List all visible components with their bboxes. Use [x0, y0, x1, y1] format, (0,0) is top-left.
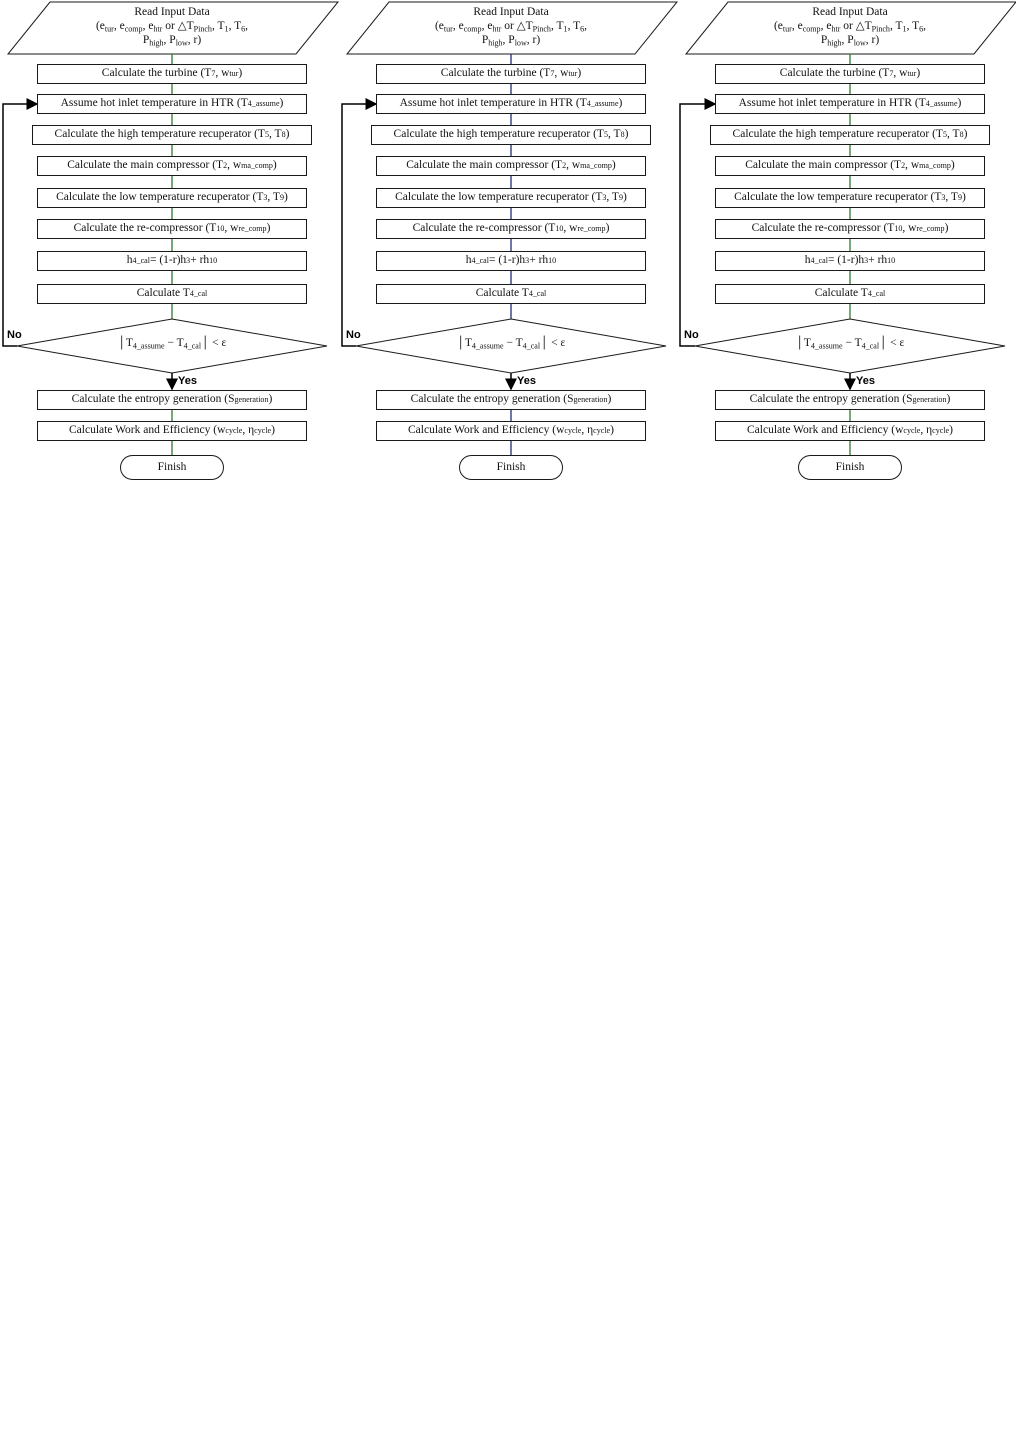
process-step-2-3: Calculate the high temperature recuperat… — [371, 125, 651, 145]
yes-label-1: Yes — [178, 375, 197, 387]
process-step-3-3: Calculate the high temperature recuperat… — [710, 125, 990, 145]
finish-terminal-3: Finish — [798, 455, 902, 480]
process-step-1-5: Calculate the low temperature recuperato… — [37, 188, 307, 208]
flowchart-canvas: Read Input Data (etur, ecomp, ehtr or △T… — [0, 0, 1016, 500]
finish-terminal-2: Finish — [459, 455, 563, 480]
input-params-line1: (etur, ecomp, ehtr or △TPinch, T1, T6, — [434, 19, 588, 34]
input-params-line2: Phigh, Plow, r) — [481, 33, 541, 47]
input-data-text-1: Read Input Data (etur, ecomp, ehtr or △T… — [32, 6, 312, 47]
yes-label-2: Yes — [517, 375, 536, 387]
process-step-3-5: Calculate the low temperature recuperato… — [715, 188, 985, 208]
no-label-2: No — [346, 329, 361, 341]
no-loop-arrow-2 — [341, 98, 378, 347]
input-data-text-3: Read Input Data (etur, ecomp, ehtr or △T… — [710, 6, 990, 47]
no-label-3: No — [684, 329, 699, 341]
input-data-text-2: Read Input Data (etur, ecomp, ehtr or △T… — [371, 6, 651, 47]
input-params-line2: Phigh, Plow, r) — [820, 33, 880, 47]
process-step-2-5: Calculate the low temperature recuperato… — [376, 188, 646, 208]
connector-layer — [2, 1, 1016, 455]
input-title: Read Input Data — [473, 6, 549, 18]
input-params-line1: (etur, ecomp, ehtr or △TPinch, T1, T6, — [773, 19, 927, 34]
decision-condition-3: │T4_assume − T4_cal│ < ε — [795, 337, 905, 351]
input-data-shape-3 — [684, 1, 1016, 55]
finish-terminal-1: Finish — [120, 455, 224, 480]
input-title: Read Input Data — [134, 6, 210, 18]
input-data-shape-2 — [345, 1, 679, 55]
yes-label-3: Yes — [856, 375, 875, 387]
no-label-1: No — [7, 329, 22, 341]
input-data-shape-1 — [6, 1, 340, 55]
no-loop-arrow-1 — [2, 98, 39, 347]
process-step-1-3: Calculate the high temperature recuperat… — [32, 125, 312, 145]
decision-condition-1: │T4_assume − T4_cal│ < ε — [117, 337, 227, 351]
input-params-line1: (etur, ecomp, ehtr or △TPinch, T1, T6, — [95, 19, 249, 34]
decision-condition-2: │T4_assume − T4_cal│ < ε — [456, 337, 566, 351]
input-title: Read Input Data — [812, 6, 888, 18]
input-params-line2: Phigh, Plow, r) — [142, 33, 202, 47]
no-loop-arrow-3 — [679, 98, 717, 347]
